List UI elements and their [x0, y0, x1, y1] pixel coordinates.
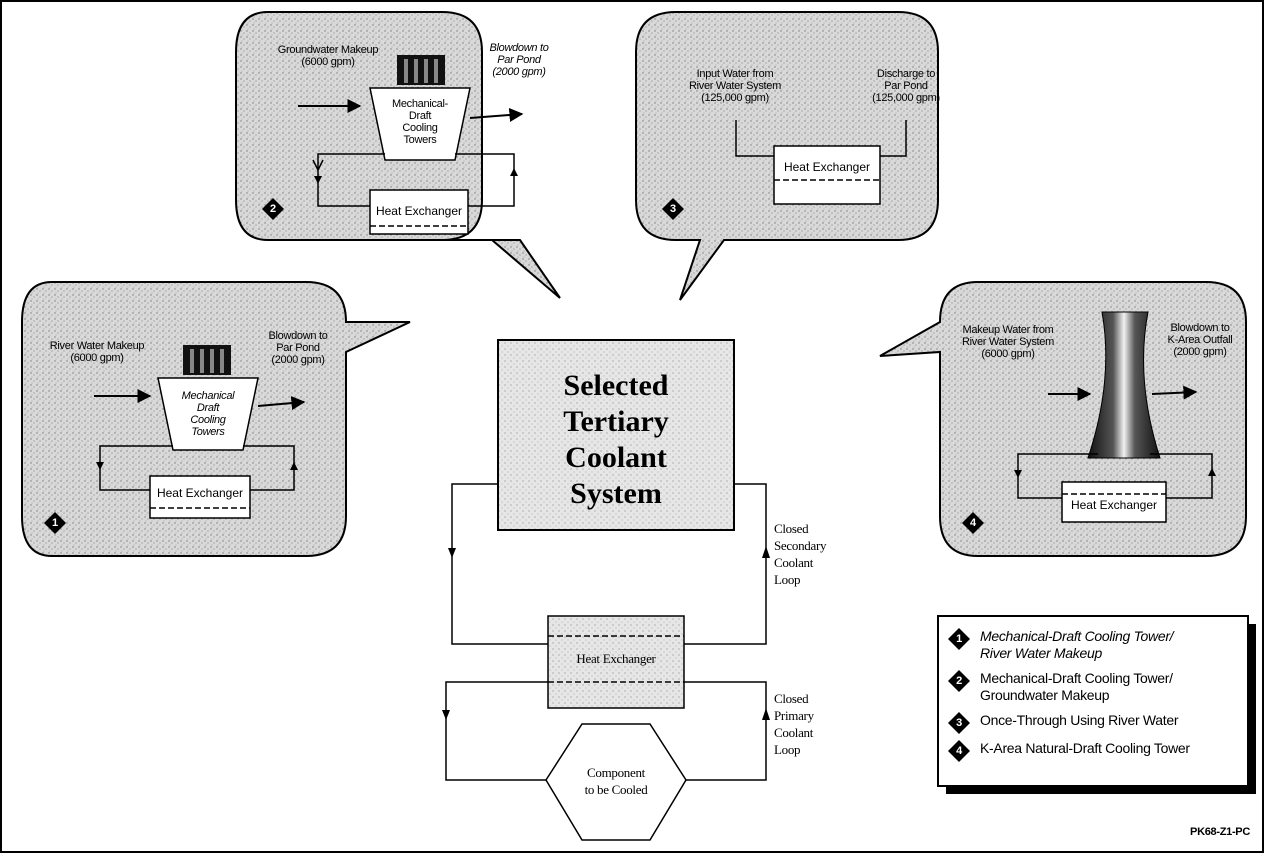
hx-4	[1061, 481, 1167, 523]
mech-tower-1	[157, 377, 259, 451]
option-1-blowdown-label: Blowdown to Par Pond (2000 gpm)	[268, 330, 328, 366]
badge-option-2: 2	[262, 198, 284, 220]
center-heat-exchanger	[547, 615, 685, 709]
badge-option-3: 3	[662, 198, 684, 220]
option-1-makeup-label: River Water Makeup (6000 gpm)	[49, 340, 145, 364]
legend-badge-3: 3	[948, 712, 970, 734]
component-hexagon	[545, 723, 687, 841]
component-label: Component to be Cooled	[584, 765, 648, 797]
legend-text-3: Once-Through Using River Water	[980, 712, 1179, 728]
option-4-hx-label: Heat Exchanger	[1070, 498, 1158, 512]
option-3-hx-label: Heat Exchanger	[783, 160, 871, 174]
option-3-input-label: Input Water from River Water System (125…	[689, 68, 781, 104]
hx-3	[773, 145, 881, 205]
mech-tower-2	[369, 87, 471, 161]
selected-system-box	[497, 339, 735, 531]
badge-option-4: 4	[962, 512, 984, 534]
legend-box	[937, 615, 1249, 787]
option-2-tower-label: Mechanical- Draft Cooling Towers	[391, 98, 448, 146]
legend-text-4: K-Area Natural-Draft Cooling Tower	[980, 740, 1190, 756]
legend-text-2: Mechanical-Draft Cooling Tower/ Groundwa…	[980, 670, 1173, 703]
option-2-blowdown-label: Blowdown to Par Pond (2000 gpm)	[489, 42, 549, 78]
hx-1	[149, 475, 251, 519]
legend-badge-2: 2	[948, 670, 970, 692]
option-2-makeup-label: Groundwater Makeup (6000 gpm)	[277, 44, 379, 68]
option-1-tower-label: Mechanical Draft Cooling Towers	[181, 390, 235, 438]
selected-system-title: Selected Tertiary Coolant System	[563, 369, 669, 510]
badge-option-1: 1	[44, 512, 66, 534]
center-hx-label: Heat Exchanger	[576, 651, 656, 666]
option-4-blowdown-label: Blowdown to K-Area Outfall (2000 gpm)	[1167, 322, 1233, 358]
legend-badge-4: 4	[948, 740, 970, 762]
secondary-loop-label: Closed Secondary Coolant Loop	[774, 521, 827, 587]
legend-badge-1: 1	[948, 628, 970, 650]
option-1-hx-label: Heat Exchanger	[156, 486, 244, 500]
option-3-discharge-label: Discharge to Par Pond (125,000 gpm)	[872, 68, 940, 104]
natural-draft-tower	[1087, 311, 1161, 459]
primary-loop-label: Closed Primary Coolant Loop	[774, 691, 814, 757]
legend-text-1: Mechanical-Draft Cooling Tower/ River Wa…	[980, 628, 1174, 661]
option-2-hx-label: Heat Exchanger	[375, 204, 463, 218]
figure-id: PK68-Z1-PC	[1190, 826, 1250, 838]
option-4-makeup-label: Makeup Water from River Water System (60…	[962, 324, 1054, 360]
